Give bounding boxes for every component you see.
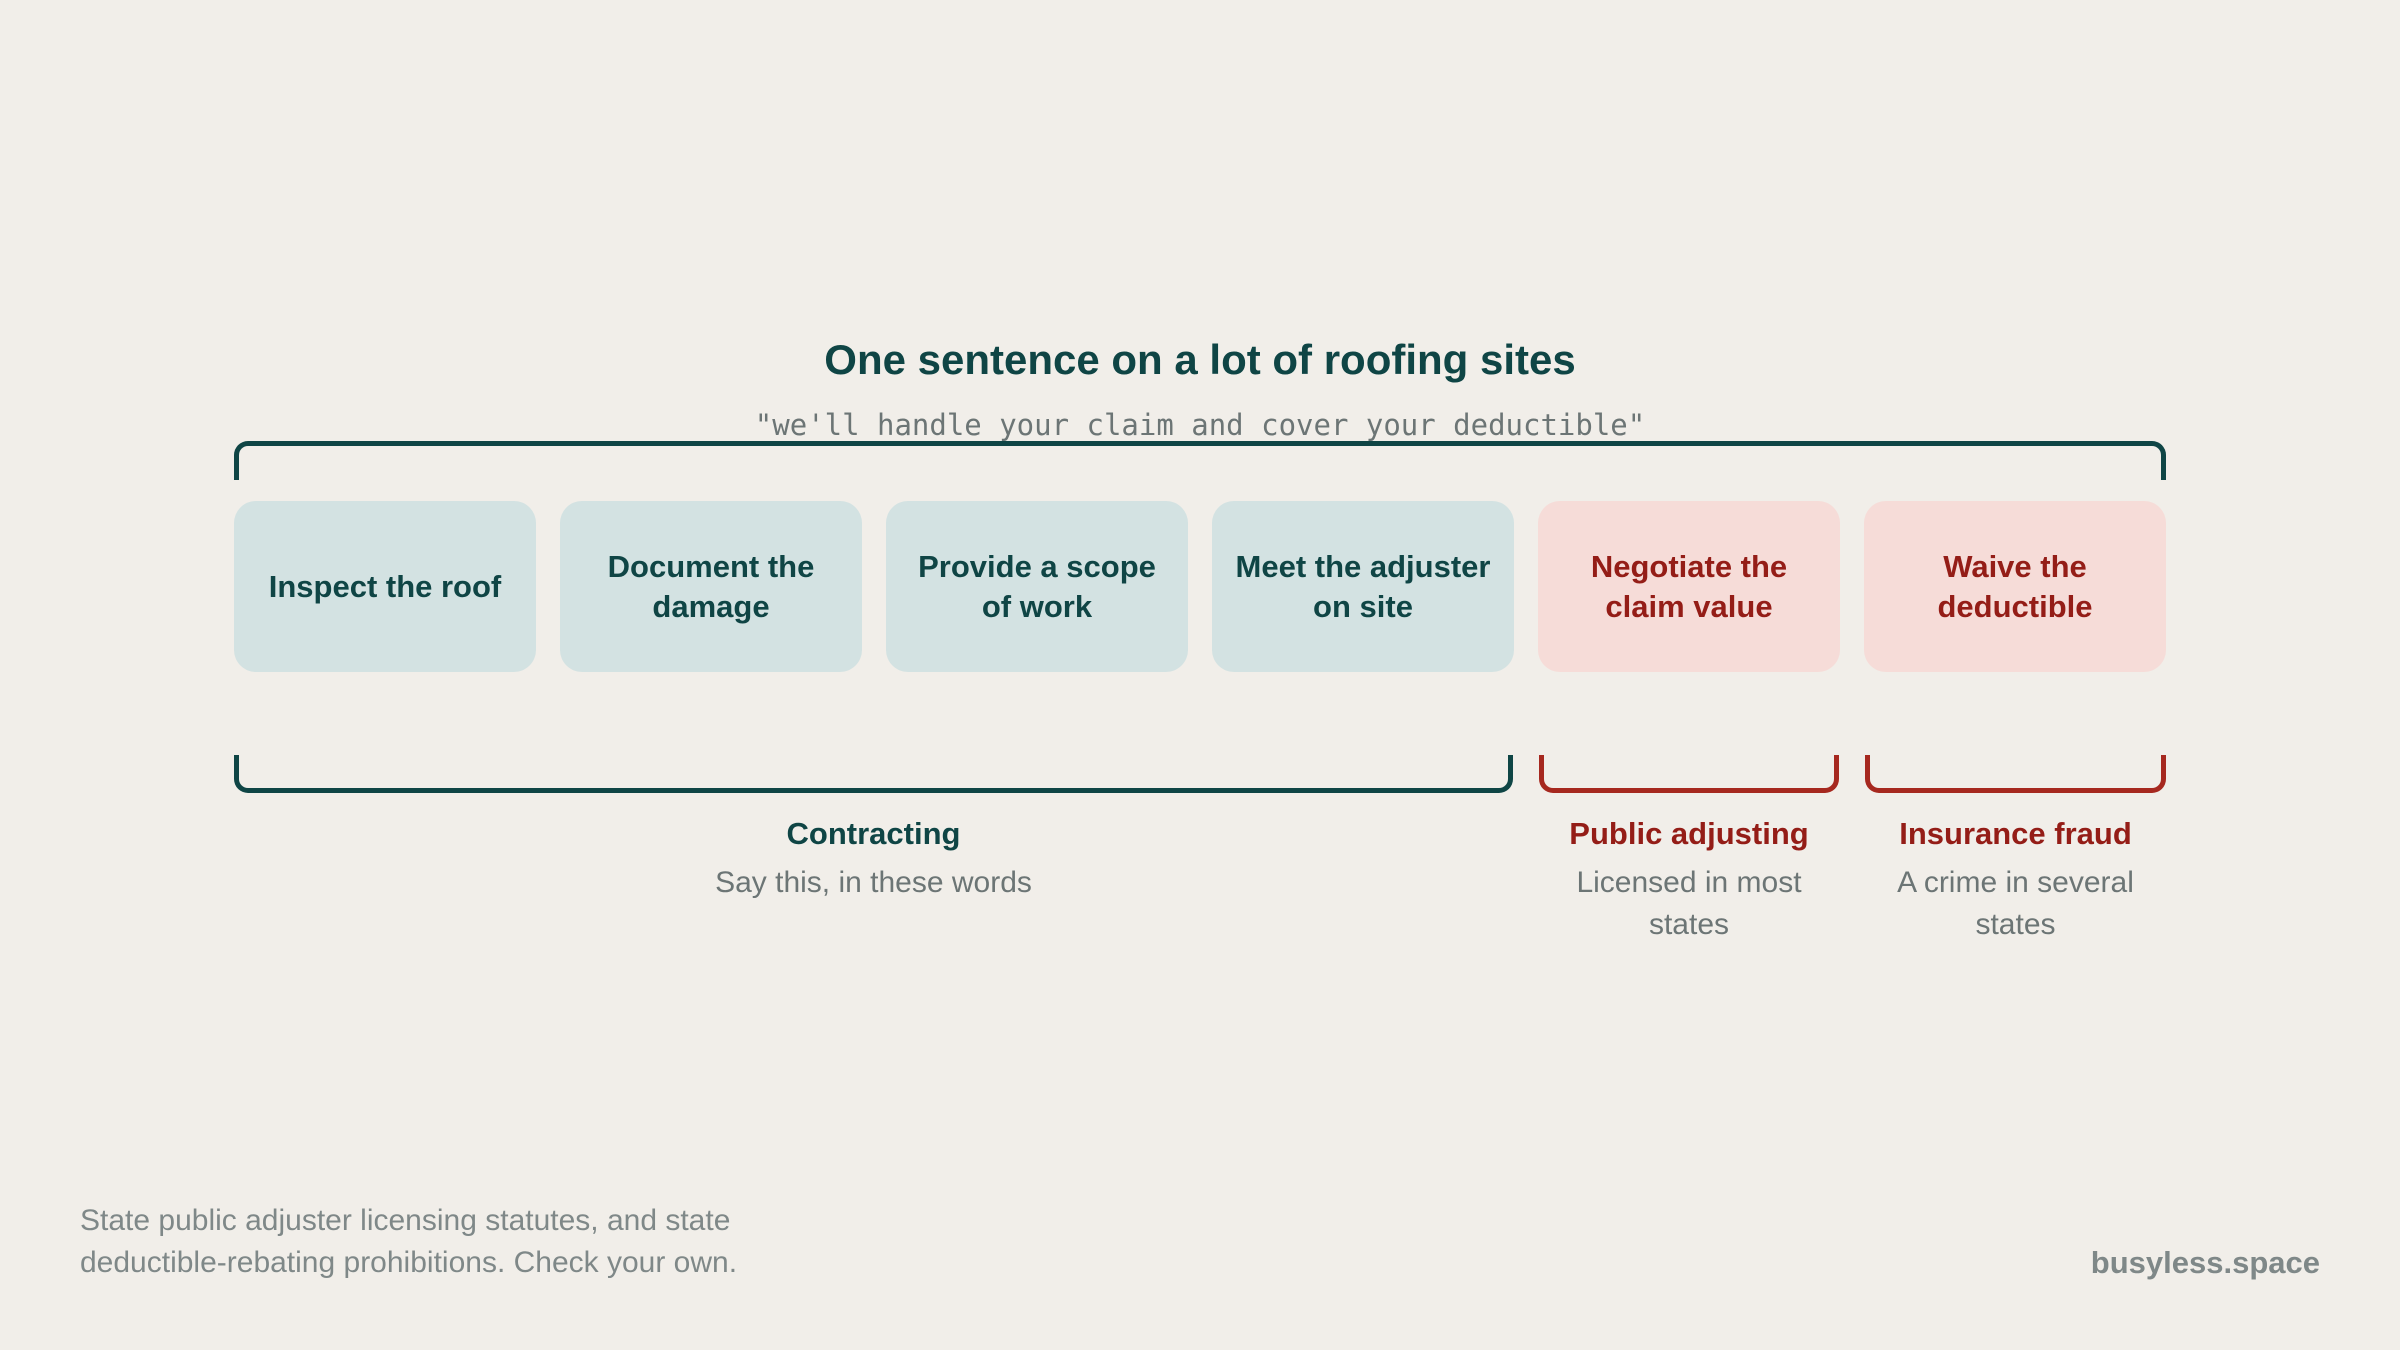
step-scope-of-work: Provide a scope of work bbox=[886, 501, 1188, 672]
step-meet-adjuster: Meet the adjuster on site bbox=[1212, 501, 1514, 672]
group-label: Public adjusting bbox=[1569, 816, 1809, 851]
diagram-title: One sentence on a lot of roofing sites bbox=[824, 336, 1576, 383]
group-description: Licensed in most states bbox=[1576, 866, 1802, 941]
step-negotiate-claim: Negotiate the claim value bbox=[1538, 501, 1840, 672]
group-public-adjusting: Public adjusting Licensed in most states bbox=[1539, 812, 1839, 946]
contracting-bracket bbox=[234, 755, 1513, 793]
group-label: Contracting bbox=[786, 816, 961, 851]
group-label: Insurance fraud bbox=[1899, 816, 2132, 851]
step-inspect-roof: Inspect the roof bbox=[234, 501, 536, 672]
source-footnote: State public adjuster licensing statutes… bbox=[80, 1204, 738, 1279]
brand-credit: busyless.space bbox=[2090, 1245, 2320, 1280]
insurance-fraud-bracket bbox=[1865, 755, 2166, 793]
group-description: Say this, in these words bbox=[715, 866, 1032, 899]
sentence-bracket bbox=[234, 441, 2166, 480]
group-contracting: Contracting Say this, in these words bbox=[234, 812, 1513, 904]
public-adjusting-bracket bbox=[1539, 755, 1839, 793]
group-insurance-fraud: Insurance fraud A crime in several state… bbox=[1865, 812, 2166, 946]
step-waive-deductible: Waive the deductible bbox=[1864, 501, 2166, 672]
group-description: A crime in several states bbox=[1897, 866, 2134, 941]
quoted-sentence: "we'll handle your claim and cover your … bbox=[754, 408, 1646, 442]
step-document-damage: Document the damage bbox=[560, 501, 862, 672]
